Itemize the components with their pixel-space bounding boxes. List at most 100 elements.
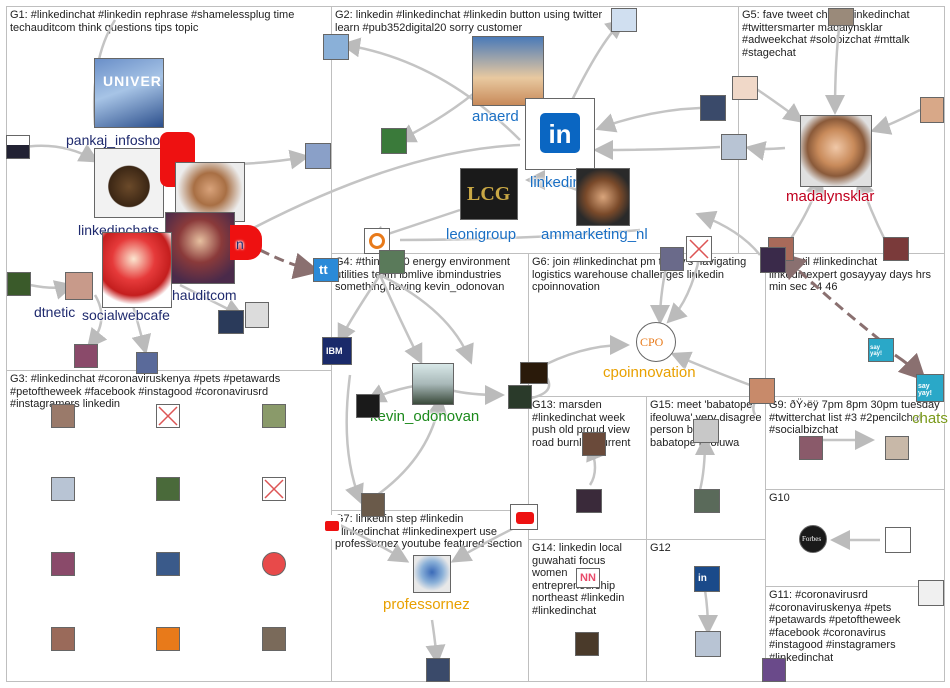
logo-nn[interactable]: NN bbox=[576, 568, 600, 588]
edge bbox=[670, 351, 751, 387]
avatar-g13-bottom[interactable] bbox=[576, 489, 602, 513]
group-g14: G14: linkedin local guwahati focus women… bbox=[528, 539, 647, 682]
avatar-g14-bottom[interactable] bbox=[575, 632, 599, 656]
avatar-g1-small-4[interactable] bbox=[245, 302, 269, 328]
label-cpoinnovation: cpoinnovation bbox=[603, 364, 696, 381]
avatar-g2-small-5[interactable] bbox=[364, 228, 390, 254]
label-professornez: professornez bbox=[383, 596, 470, 613]
avatar-g5-small-1[interactable] bbox=[732, 76, 758, 100]
avatar-g2-small-1[interactable] bbox=[323, 34, 349, 60]
dashed-edge bbox=[778, 251, 881, 342]
label-ammarketing-nl: ammarketing_nl bbox=[541, 226, 648, 243]
youtube-icon bbox=[516, 512, 534, 524]
avatar-kevin-odonovan[interactable] bbox=[412, 363, 454, 405]
logo-forbes[interactable]: Forbes bbox=[799, 525, 827, 553]
sayyay-logo-text-1: say yay! bbox=[870, 345, 883, 357]
avatar-g9-2[interactable] bbox=[885, 436, 909, 460]
avatar-broken-image-1[interactable] bbox=[686, 236, 712, 262]
avatar-g4-top[interactable] bbox=[379, 250, 405, 274]
avatar-g13-top[interactable] bbox=[582, 432, 606, 456]
avatar-g11-top[interactable] bbox=[918, 580, 944, 606]
group-label-g14: G14: linkedin local guwahati focus women… bbox=[532, 542, 625, 617]
avatar-g2-small-4[interactable] bbox=[700, 95, 726, 121]
logo-ibm[interactable]: IBM bbox=[322, 337, 352, 365]
avatar-default-1[interactable] bbox=[721, 134, 747, 160]
label-techauditcom: hauditcom bbox=[172, 287, 237, 303]
tt-logo-text: tt bbox=[319, 262, 328, 277]
avatar-g5-small-5[interactable] bbox=[883, 237, 909, 261]
edge bbox=[345, 374, 364, 505]
avatar-madalynsklar[interactable] bbox=[800, 115, 872, 187]
avatar-g3-11[interactable] bbox=[156, 627, 180, 651]
avatar-g15-bottom[interactable] bbox=[694, 489, 720, 513]
avatar-people-group[interactable] bbox=[6, 135, 30, 159]
avatar-g1-small-6[interactable] bbox=[74, 344, 98, 368]
universal-logo-text: UNIVER bbox=[103, 73, 162, 89]
avatar-g3-9[interactable] bbox=[262, 552, 286, 576]
label-dtnetic: dtnetic bbox=[34, 304, 76, 320]
avatar-g5-small-2[interactable] bbox=[828, 8, 854, 26]
logo-linkedin-local[interactable]: in bbox=[694, 566, 720, 592]
avatar-g3-1[interactable] bbox=[51, 404, 75, 428]
avatar-g3-2[interactable] bbox=[156, 404, 180, 428]
avatar-g4-small-1[interactable] bbox=[356, 394, 380, 418]
logo-cpoinnovation[interactable]: CPO bbox=[636, 322, 676, 362]
avatar-g6-small-3[interactable] bbox=[749, 378, 775, 404]
logo-leonigroup[interactable]: LCG bbox=[460, 168, 518, 220]
avatar-g2-small-2[interactable] bbox=[611, 8, 637, 32]
logo-sayyay-1[interactable]: say yay! bbox=[868, 338, 894, 362]
logo-tt[interactable]: tt bbox=[313, 258, 339, 282]
avatar-g15-top[interactable] bbox=[693, 419, 719, 443]
group-g11: G11: #coronavirusrd #coronaviruskenya #p… bbox=[765, 586, 945, 682]
avatar-g3-5[interactable] bbox=[156, 477, 180, 501]
broken-image-icon bbox=[689, 239, 709, 259]
avatar-anaerd[interactable] bbox=[472, 36, 544, 106]
avatar-g1-small-1[interactable] bbox=[305, 143, 331, 169]
avatar-g10-right[interactable] bbox=[885, 527, 911, 553]
avatar-g3-8[interactable] bbox=[156, 552, 180, 576]
avatar-ammarketing[interactable] bbox=[576, 168, 630, 226]
label-kevin-odonovan: kevin_odonovan bbox=[370, 408, 480, 425]
group-label-g12: G12 bbox=[650, 542, 671, 554]
avatar-g1-small-5[interactable] bbox=[218, 310, 244, 334]
avatar-g7-bottom[interactable] bbox=[426, 658, 450, 682]
logo-youtube-2[interactable] bbox=[323, 515, 341, 539]
avatar-g3-10[interactable] bbox=[51, 627, 75, 651]
group-label-g9: G9: ðŸ›ëÿ 7pm 8pm 30pm tuesday #twitterc… bbox=[769, 399, 940, 436]
avatar-g1-small-7[interactable] bbox=[136, 352, 158, 374]
avatar-socialwebcafe[interactable] bbox=[102, 232, 172, 308]
edge bbox=[825, 19, 846, 115]
avatar-universal[interactable]: UNIVER bbox=[94, 58, 164, 128]
avatar-g6-small-1[interactable] bbox=[660, 247, 684, 271]
edge bbox=[745, 141, 786, 161]
avatar-g3-3[interactable] bbox=[262, 404, 286, 428]
logo-youtube-1[interactable] bbox=[510, 504, 538, 530]
edge bbox=[666, 254, 702, 324]
avatar-g3-6[interactable] bbox=[262, 477, 286, 501]
logo-sayyay-2[interactable]: say yay! bbox=[916, 374, 944, 402]
logo-linkedin[interactable]: in bbox=[525, 98, 595, 170]
avatar-g3-4[interactable] bbox=[51, 477, 75, 501]
avatar-g4-small-3[interactable] bbox=[361, 493, 385, 517]
avatar-g4-small-2[interactable] bbox=[508, 385, 532, 409]
avatar-g5-small-3[interactable] bbox=[920, 97, 944, 123]
avatar-g11-bottom[interactable] bbox=[762, 658, 786, 682]
avatar-linkedinchats[interactable] bbox=[94, 148, 164, 218]
avatar-techauditcom-woman[interactable] bbox=[165, 212, 235, 284]
edge bbox=[593, 139, 721, 160]
avatar-g3-12[interactable] bbox=[262, 627, 286, 651]
avatar-g3-7[interactable] bbox=[51, 552, 75, 576]
avatar-default-2[interactable] bbox=[695, 631, 721, 657]
edge bbox=[239, 143, 521, 237]
edge bbox=[378, 274, 423, 365]
cpo-logo-text: CPO bbox=[640, 335, 664, 349]
avatar-g8-small[interactable] bbox=[760, 247, 786, 273]
edge bbox=[86, 294, 108, 349]
avatar-g1-small-3[interactable] bbox=[65, 272, 93, 300]
avatar-g1-small-2[interactable] bbox=[7, 272, 31, 296]
edge bbox=[694, 435, 715, 491]
avatar-g9-1[interactable] bbox=[799, 436, 823, 460]
avatar-professornez[interactable] bbox=[413, 555, 451, 593]
avatar-g6-small-2[interactable] bbox=[520, 362, 548, 384]
avatar-g2-small-3[interactable] bbox=[381, 128, 407, 154]
